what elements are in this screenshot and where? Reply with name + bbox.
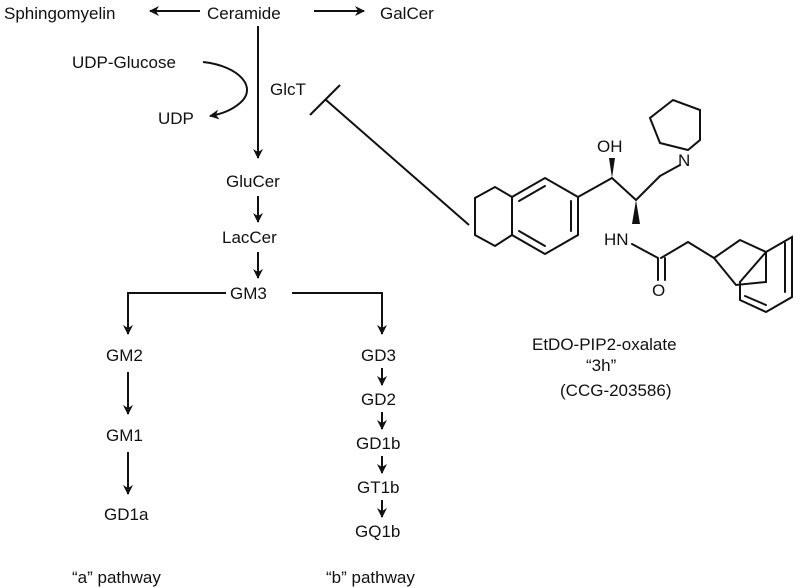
c2-ch2-bond — [635, 175, 661, 201]
n-carbonyl-bond — [631, 243, 659, 259]
glct-label: GlcT — [270, 80, 306, 99]
gq1b-label: GQ1b — [355, 522, 400, 541]
hn-atom-label: HN — [604, 230, 629, 249]
pyrrolidine-n-label: N — [678, 151, 690, 170]
dioxane-ring — [474, 185, 513, 248]
oh-atom-label: OH — [597, 137, 623, 156]
aromatic-double-bond-3 — [518, 185, 546, 202]
galcer-label: GalCer — [380, 4, 434, 23]
indane-benzene-ring — [739, 235, 793, 314]
ch2-n-bond — [659, 164, 681, 177]
indane-double-bond-2 — [744, 295, 767, 306]
branch-a-line — [123, 292, 226, 335]
gt1b-label: GT1b — [357, 478, 400, 497]
c1-c2-bond — [611, 177, 637, 201]
b-pathway-label: “b” pathway — [326, 568, 415, 587]
etdo-pip2-structure: OH N HN O — [474, 98, 793, 314]
compound-alias-label: “3h” — [586, 356, 617, 375]
aryl-to-carbinol-bond — [577, 177, 613, 198]
a-pathway-label: “a” pathway — [72, 568, 161, 587]
udp-label: UDP — [158, 109, 194, 128]
inhibition-bar — [309, 84, 341, 116]
benzodioxane-aromatic-ring — [511, 176, 579, 256]
inhibition-line — [325, 99, 470, 226]
gd1b-label: GD1b — [356, 434, 400, 453]
gm1-label: GM1 — [106, 426, 143, 445]
gm3-label: GM3 — [230, 284, 267, 303]
carbonyl-ch2-bond — [660, 241, 689, 259]
ch2-indane-bond — [687, 241, 715, 259]
ceramide-label: Ceramide — [207, 4, 281, 23]
sphingomyelin-label: Sphingomyelin — [4, 4, 116, 23]
compound-name-label: EtDO-PIP2-oxalate — [532, 335, 677, 354]
aromatic-double-bond-2 — [518, 230, 546, 247]
oh-wedge-bond — [609, 158, 615, 178]
compound-code-label: (CCG-203586) — [560, 381, 672, 400]
glucer-label: GluCer — [226, 172, 280, 191]
udp-glucose-curved-arrow — [202, 61, 248, 120]
gm2-label: GM2 — [106, 346, 143, 365]
branch-b-line — [292, 292, 387, 335]
pyrrolidine-ring — [648, 98, 701, 152]
gd3-label: GD3 — [361, 346, 396, 365]
carbonyl-o-label: O — [652, 281, 665, 300]
gd1a-label: GD1a — [104, 505, 149, 524]
gd2-label: GD2 — [361, 390, 396, 409]
laccer-label: LacCer — [222, 228, 277, 247]
udp-glucose-label: UDP-Glucose — [72, 53, 176, 72]
nh-wedge-bond — [632, 200, 640, 224]
indane-five-ring — [713, 238, 767, 287]
